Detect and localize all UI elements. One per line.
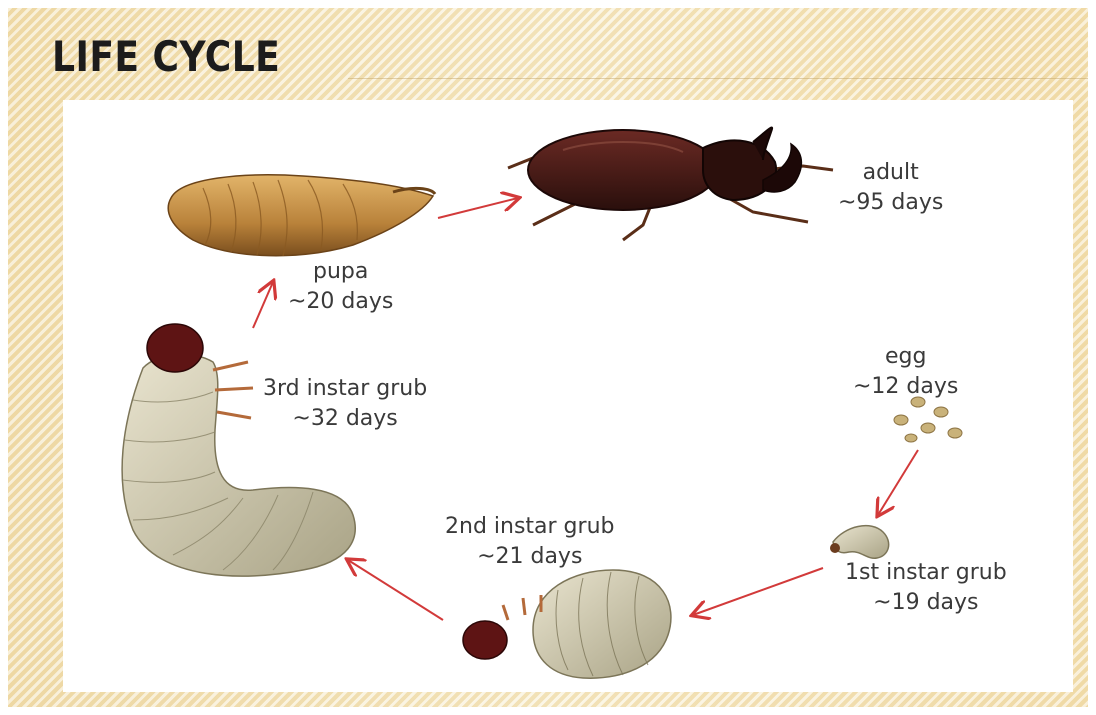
first-instar-label: 1st instar grub ~19 days	[845, 558, 1007, 618]
adult-duration: ~95 days	[838, 188, 943, 218]
second-instar-duration: ~21 days	[445, 542, 614, 572]
life-cycle-diagram: adult ~95 days pupa ~20 days egg ~12 day…	[63, 100, 1073, 692]
pupa-label: pupa ~20 days	[288, 257, 393, 317]
first-instar-grub-illustration	[830, 526, 889, 559]
second-instar-name: 2nd instar grub	[445, 512, 614, 542]
slide-background: LIFE CYCLE	[8, 8, 1088, 707]
arrow-third-instar-to-pupa	[253, 282, 273, 328]
pupa-illustration	[168, 175, 435, 256]
egg-label: egg ~12 days	[853, 342, 958, 402]
third-instar-duration: ~32 days	[263, 404, 427, 434]
arrow-pupa-to-adult	[438, 198, 518, 218]
egg-cluster-illustration	[894, 397, 962, 442]
adult-beetle-illustration	[508, 127, 833, 240]
adult-label: adult ~95 days	[838, 158, 943, 218]
arrow-egg-to-first-instar	[878, 450, 918, 515]
pupa-duration: ~20 days	[288, 287, 393, 317]
egg-duration: ~12 days	[853, 372, 958, 402]
pupa-name: pupa	[288, 257, 393, 287]
title-divider	[348, 78, 1088, 79]
slide-title: LIFE CYCLE	[52, 32, 280, 81]
first-instar-name: 1st instar grub	[845, 558, 1007, 588]
third-instar-name: 3rd instar grub	[263, 374, 427, 404]
third-instar-grub-illustration	[122, 324, 355, 576]
third-instar-label: 3rd instar grub ~32 days	[263, 374, 427, 434]
second-instar-grub-illustration	[463, 570, 671, 678]
arrow-first-to-second-instar	[693, 568, 823, 615]
second-instar-label: 2nd instar grub ~21 days	[445, 512, 614, 572]
egg-name: egg	[853, 342, 958, 372]
arrow-second-to-third-instar	[348, 560, 443, 620]
first-instar-duration: ~19 days	[845, 588, 1007, 618]
adult-name: adult	[838, 158, 943, 188]
